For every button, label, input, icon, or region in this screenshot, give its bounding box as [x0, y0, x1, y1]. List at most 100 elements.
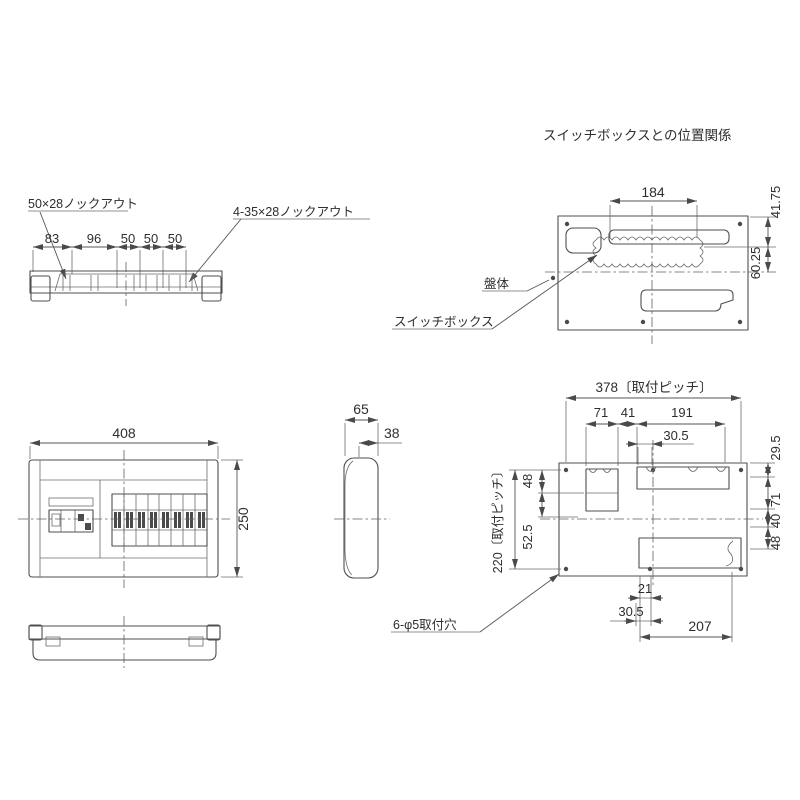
panel-side-outline [343, 457, 379, 579]
dim-83: 83 [45, 231, 59, 246]
mount-hole [738, 467, 744, 473]
label-mount-holes: 6-φ5取付穴 [393, 617, 457, 632]
end-cap-right [206, 624, 221, 641]
cover-curve-line [344, 460, 354, 576]
knockout-opening-wide [608, 229, 730, 245]
panel-end-cap-right [201, 275, 222, 302]
dim-71-right: 71 [768, 493, 783, 507]
top-knockout-view: 50×28ノックアウト 4-35×28ノックアウト 83 96 50 50 50 [28, 197, 370, 306]
mounting-view: 378〔取付ピッチ〕 71 41 191 30.5 [391, 380, 783, 642]
knockout-label-left: 50×28ノックアウト [28, 197, 138, 211]
panel-end-cap-left [30, 275, 51, 302]
toggle-bar [130, 512, 133, 528]
mount-hole [564, 319, 570, 325]
dim-250: 250 [235, 507, 251, 531]
end-cap-left [28, 624, 43, 641]
dim-207-bottom: 207 [688, 618, 712, 634]
cable-bump [588, 468, 598, 473]
dim-30-5-top: 30.5 [663, 428, 688, 443]
toggle-bar [190, 512, 193, 528]
knockout-strip [636, 466, 730, 490]
toggle-bar [138, 512, 141, 528]
view-title: スイッチボックスとの位置関係 [543, 128, 731, 143]
toggle-bar [178, 512, 181, 528]
label-switch-box: スイッチボックス [394, 315, 494, 329]
knockout-label-right: 4-35×28ノックアウト [233, 205, 354, 219]
notch [188, 636, 204, 647]
panel-back-outline [557, 215, 749, 331]
dim-50c: 50 [168, 231, 182, 246]
dim-48-left: 48 [520, 474, 535, 488]
dim-40-right: 40 [768, 514, 783, 528]
recess-squiggle [725, 540, 734, 567]
toggle-bar [126, 512, 129, 528]
dim-29-5-right: 29.5 [768, 435, 783, 460]
toggle-bar [202, 512, 205, 528]
toggle-bar [114, 512, 117, 528]
panel-front-outline [28, 459, 219, 578]
dim-408: 408 [112, 425, 136, 441]
mount-hole [737, 319, 743, 325]
leader-line [479, 573, 560, 633]
mount-hole [737, 221, 743, 227]
dim-50a: 50 [121, 231, 135, 246]
dim-96: 96 [87, 231, 101, 246]
dim-71-top: 71 [594, 405, 608, 420]
bottom-view [28, 616, 221, 668]
toggle-bar [118, 512, 121, 528]
branch-breaker-array [111, 493, 208, 547]
toggle-bar [150, 512, 153, 528]
mount-hole [564, 221, 570, 227]
leader-dot [550, 275, 556, 281]
dim-21-bottom: 21 [638, 581, 652, 596]
dim-48-right: 48 [768, 536, 783, 550]
cable-bump [602, 468, 612, 473]
toggle-bar [174, 512, 177, 528]
cable-bump [687, 466, 699, 472]
mount-hole [563, 467, 569, 473]
leader-line [491, 254, 598, 330]
name-plate [48, 497, 94, 507]
breaker-window [51, 513, 61, 527]
switchbox-relation-view: スイッチボックスとの位置関係 184 41.75 60.25 盤体 [392, 128, 783, 344]
mount-hole [640, 319, 646, 325]
dim-60-25: 60.25 [748, 247, 763, 280]
dim-41-top: 41 [621, 405, 635, 420]
toggle-bar [154, 512, 157, 528]
lower-recess [638, 537, 742, 569]
label-panel-body: 盤体 [484, 277, 510, 291]
dim-65: 65 [353, 401, 369, 417]
switchbox-wavy-left [592, 239, 597, 265]
breaker-toggle [85, 523, 91, 530]
dim-38: 38 [384, 425, 400, 441]
dim-30-5-bottom: 30.5 [618, 604, 643, 619]
front-view: 408 [18, 425, 251, 588]
toggle-bar [198, 512, 201, 528]
toggle-bar [166, 512, 169, 528]
toggle-bar [142, 512, 145, 528]
dim-41-75: 41.75 [768, 186, 783, 219]
switchbox-wavy-bottom [595, 263, 701, 268]
handle-recess [640, 289, 734, 312]
dim-220-pitch: 220〔取付ピッチ〕 [491, 465, 505, 573]
leader-line [188, 218, 242, 283]
leader-line [526, 279, 550, 292]
notch [45, 636, 61, 647]
dim-191-top: 191 [671, 405, 693, 420]
cable-bump [715, 466, 727, 472]
breaker-toggle [78, 514, 84, 521]
toggle-bar [162, 512, 165, 528]
knockout-platform [54, 273, 199, 292]
toggle-bar [186, 512, 189, 528]
mount-hole [563, 566, 569, 572]
dim-52-5-left: 52.5 [520, 524, 535, 549]
cable-entry-block [585, 468, 619, 512]
cable-bump [645, 466, 657, 472]
knockout-opening-left [565, 227, 602, 254]
switchbox-wavy-top [595, 236, 701, 241]
dim-378-pitch: 378〔取付ピッチ〕 [595, 380, 712, 395]
side-view: 65 38 [334, 401, 402, 579]
dim-50b: 50 [144, 231, 158, 246]
